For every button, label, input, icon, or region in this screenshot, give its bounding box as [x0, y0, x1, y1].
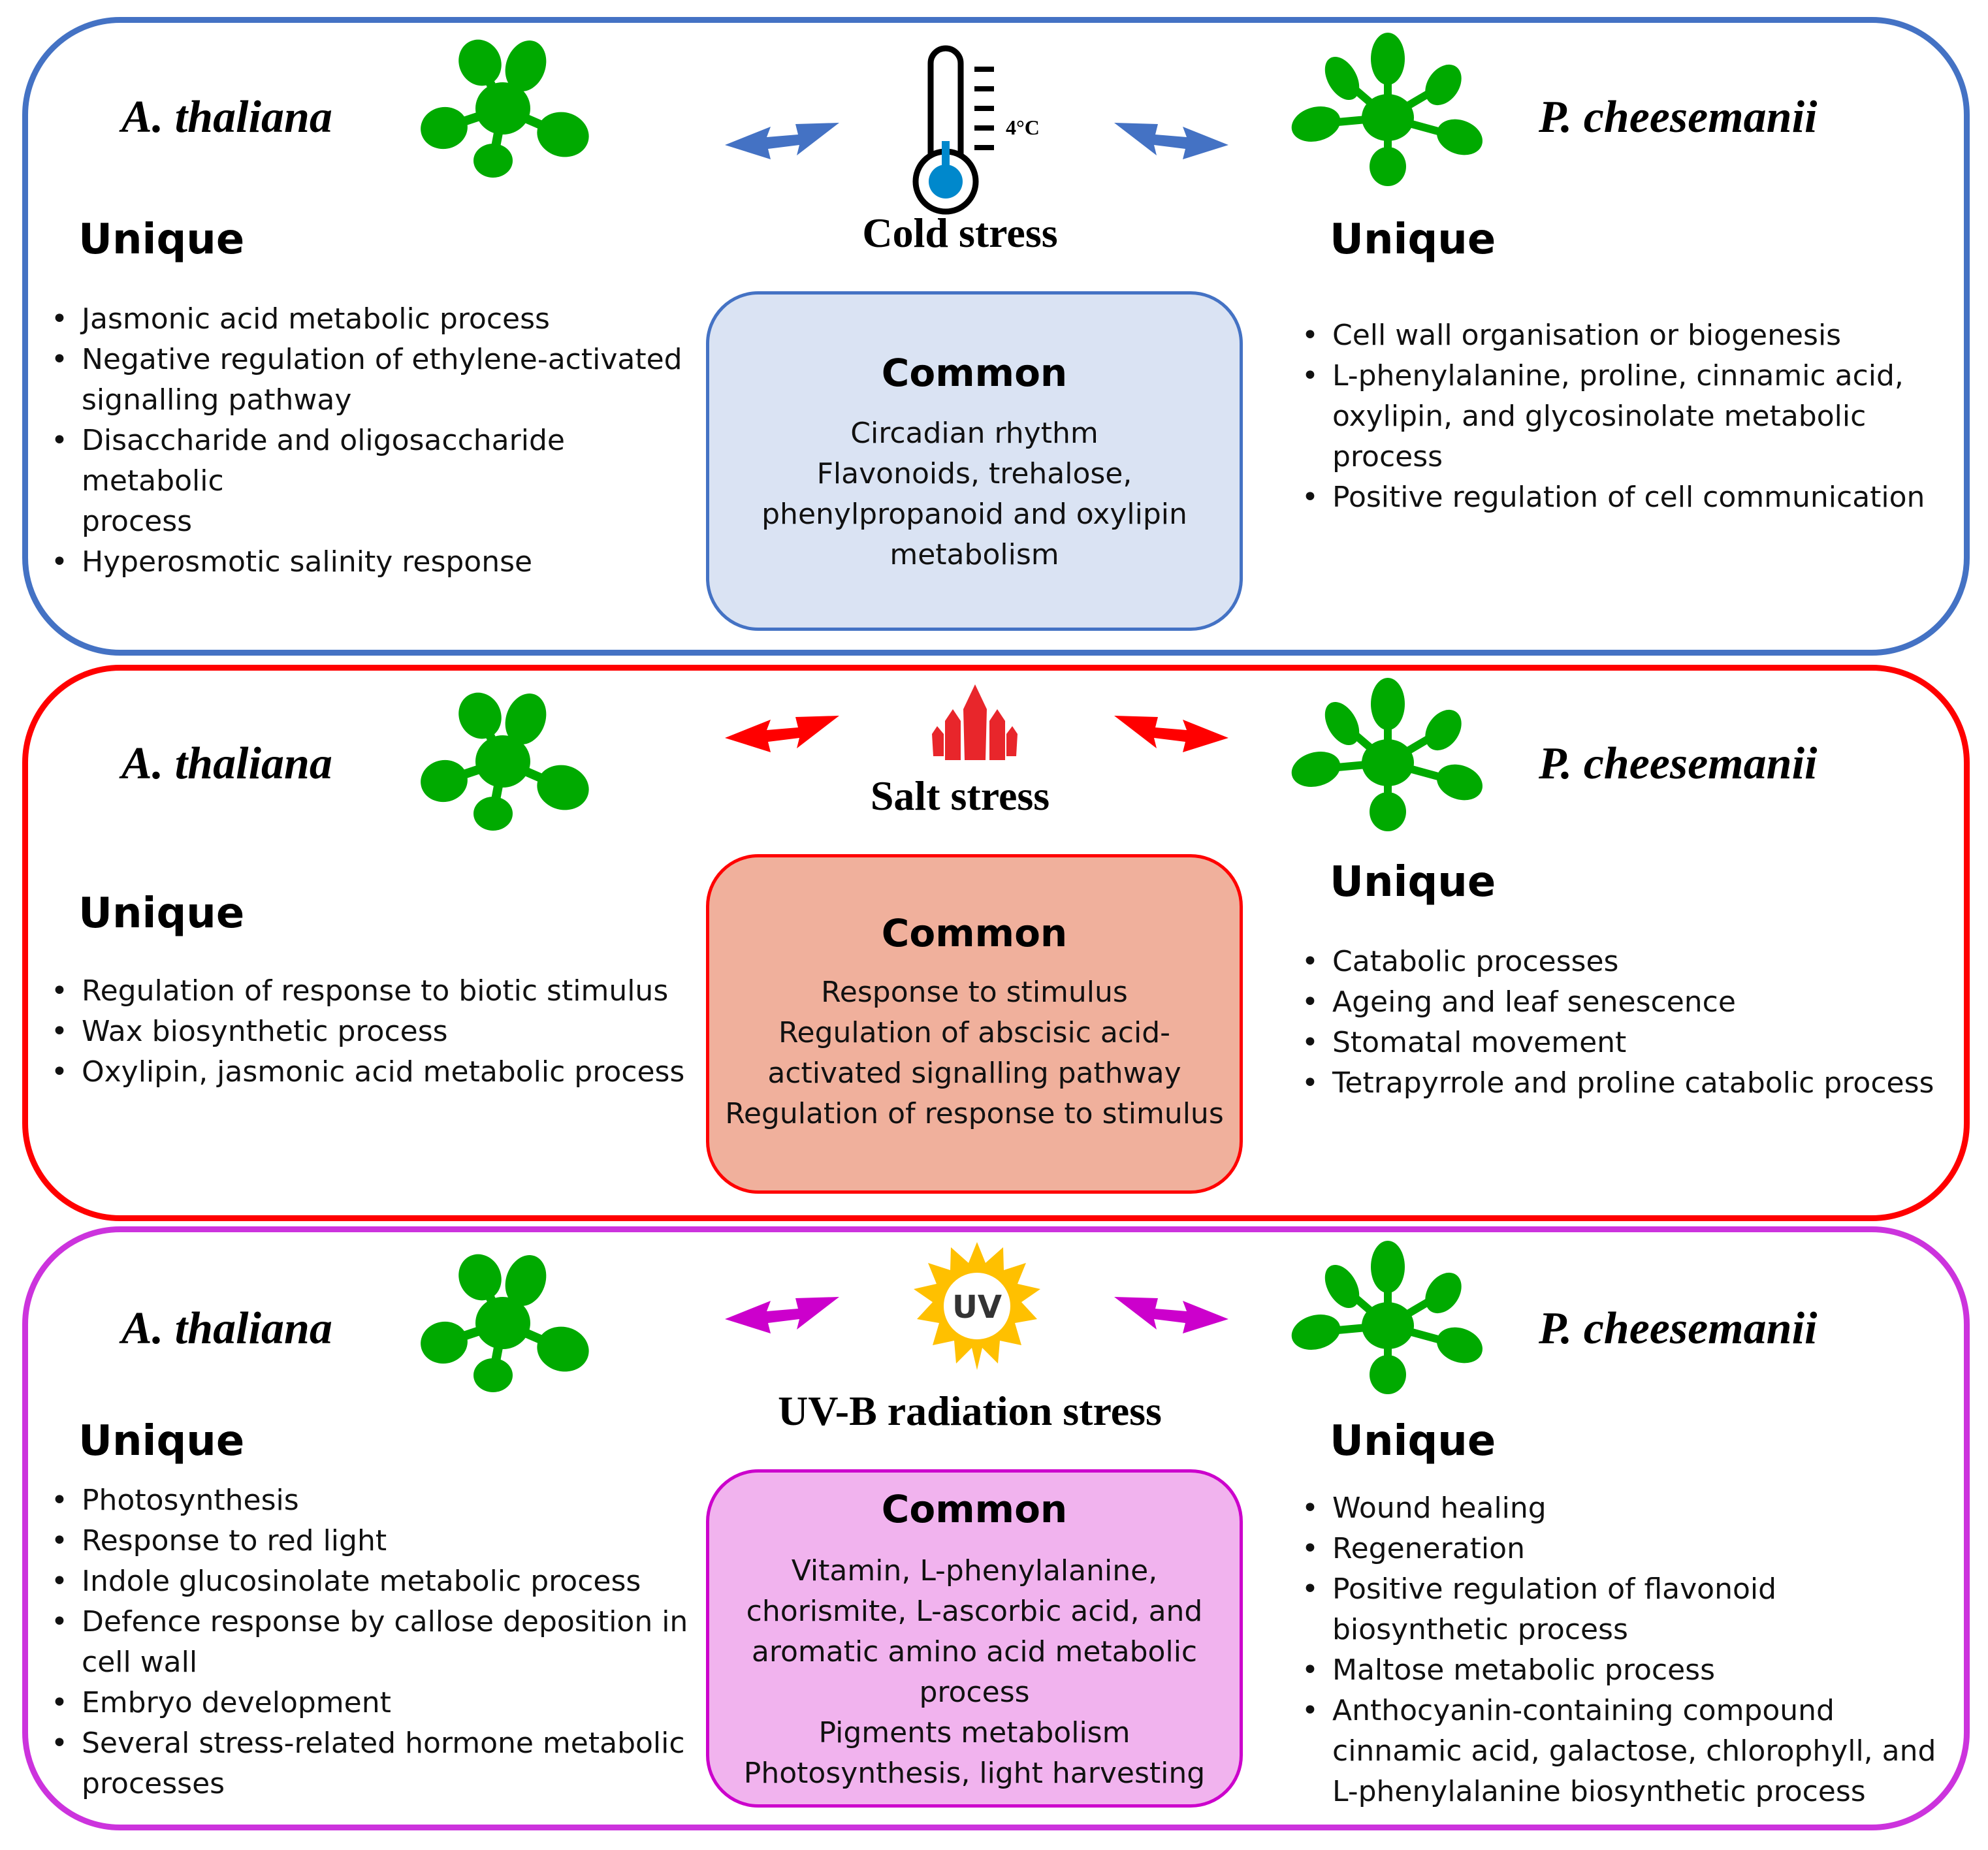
list-item: Several stress-related hormone metabolic…: [51, 1723, 704, 1804]
a-thaliana-plant-icon: [421, 1254, 589, 1392]
left-unique-list: Jasmonic acid metabolic process Negative…: [51, 299, 704, 582]
right-species-label: P. cheesemanii: [1539, 92, 1818, 142]
p-cheesemanii-plant-icon: [1291, 678, 1483, 831]
lightning-arrow-icon: [1114, 1297, 1228, 1333]
right-unique-heading: Unique: [1330, 1417, 1496, 1465]
common-lines: Circadian rhythm Flavonoids, trehalose, …: [762, 417, 1187, 571]
list-item: Embryo development: [51, 1683, 704, 1723]
common-box-cold: Common Circadian rhythm Flavonoids, treh…: [706, 291, 1243, 631]
common-box-uv: Common Vitamin, L-phenylalanine, chorism…: [706, 1469, 1243, 1808]
list-item: Wound healing: [1302, 1488, 1955, 1529]
lightning-arrow-icon: [725, 1297, 839, 1333]
right-unique-list: Catabolic processes Ageing and leaf sene…: [1302, 942, 1955, 1104]
a-thaliana-plant-icon: [421, 39, 589, 178]
left-unique-heading: Unique: [78, 215, 245, 264]
left-unique-list: Photosynthesis Response to red light Ind…: [51, 1480, 704, 1804]
common-heading: Common: [881, 911, 1068, 955]
common-heading: Common: [881, 1487, 1068, 1531]
lightning-arrow-icon: [725, 716, 839, 752]
list-item: Wax biosynthetic process: [51, 1012, 704, 1052]
common-box-salt: Common Response to stimulus Regulation o…: [706, 854, 1243, 1194]
right-unique-list: Cell wall organisation or biogenesis L-p…: [1302, 315, 1955, 518]
left-unique-heading: Unique: [78, 1417, 245, 1465]
right-species-label: P. cheesemanii: [1539, 739, 1818, 789]
list-item: L-phenylalanine, proline, cinnamic acid,…: [1302, 356, 1955, 477]
list-item: Disaccharide and oligosaccharide metabol…: [51, 421, 704, 542]
list-item: Regeneration: [1302, 1529, 1955, 1569]
left-unique-heading: Unique: [78, 889, 245, 938]
cold-stress-panel: [22, 17, 1970, 656]
list-item: Stomatal movement: [1302, 1023, 1955, 1063]
uv-sun-icon: UV: [914, 1242, 1040, 1370]
left-unique-list: Regulation of response to biotic stimulu…: [51, 971, 704, 1092]
cold-stress-title: Cold stress: [862, 210, 1058, 256]
right-unique-heading: Unique: [1330, 858, 1496, 906]
list-item: Positive regulation of flavonoidbiosynth…: [1302, 1569, 1955, 1650]
right-unique-list: Wound healing Regeneration Positive regu…: [1302, 1488, 1955, 1812]
list-item: Anthocyanin-containing compoundcinnamic …: [1302, 1691, 1955, 1812]
salt-crystal-icon: [932, 684, 1018, 760]
left-species-label: A. thaliana: [121, 739, 332, 789]
list-item: Oxylipin, jasmonic acid metabolic proces…: [51, 1052, 704, 1092]
list-item: Photosynthesis: [51, 1480, 704, 1521]
thermometer-icon: 4°C: [912, 45, 1040, 215]
list-item: Catabolic processes: [1302, 942, 1955, 982]
common-heading: Common: [881, 351, 1068, 395]
list-item: Ageing and leaf senescence: [1302, 982, 1955, 1023]
list-item: Hyperosmotic salinity response: [51, 542, 704, 582]
list-item: Positive regulation of cell communicatio…: [1302, 477, 1955, 518]
uv-label: UV: [952, 1289, 1002, 1326]
uv-b-stress-title: UV-B radiation stress: [778, 1388, 1162, 1434]
salt-stress-panel: [22, 665, 1970, 1221]
uv-b-stress-panel: [22, 1226, 1970, 1830]
common-lines: Response to stimulus Regulation of absci…: [725, 976, 1224, 1130]
temperature-label: 4°C: [1006, 116, 1040, 139]
lightning-arrow-icon: [1114, 716, 1228, 752]
list-item: Defence response by callose deposition i…: [51, 1602, 704, 1683]
p-cheesemanii-plant-icon: [1291, 1241, 1483, 1394]
list-item: Tetrapyrrole and proline catabolic proce…: [1302, 1063, 1955, 1104]
list-item: Jasmonic acid metabolic process: [51, 299, 704, 340]
salt-stress-title: Salt stress: [870, 773, 1050, 819]
a-thaliana-plant-icon: [421, 692, 589, 831]
lightning-arrow-icon: [1114, 123, 1228, 159]
list-item: Cell wall organisation or biogenesis: [1302, 315, 1955, 356]
right-species-label: P. cheesemanii: [1539, 1303, 1818, 1354]
p-cheesemanii-plant-icon: [1291, 33, 1483, 186]
list-item: Response to red light: [51, 1521, 704, 1561]
left-species-label: A. thaliana: [121, 1303, 332, 1354]
list-item: Indole glucosinolate metabolic process: [51, 1561, 704, 1602]
right-unique-heading: Unique: [1330, 215, 1496, 264]
left-species-label: A. thaliana: [121, 92, 332, 142]
lightning-arrow-icon: [725, 123, 839, 159]
list-item: Regulation of response to biotic stimulu…: [51, 971, 704, 1012]
list-item: Negative regulation of ethylene-activate…: [51, 340, 704, 421]
list-item: Maltose metabolic process: [1302, 1650, 1955, 1691]
common-lines: Vitamin, L-phenylalanine, chorismite, L-…: [743, 1554, 1206, 1790]
